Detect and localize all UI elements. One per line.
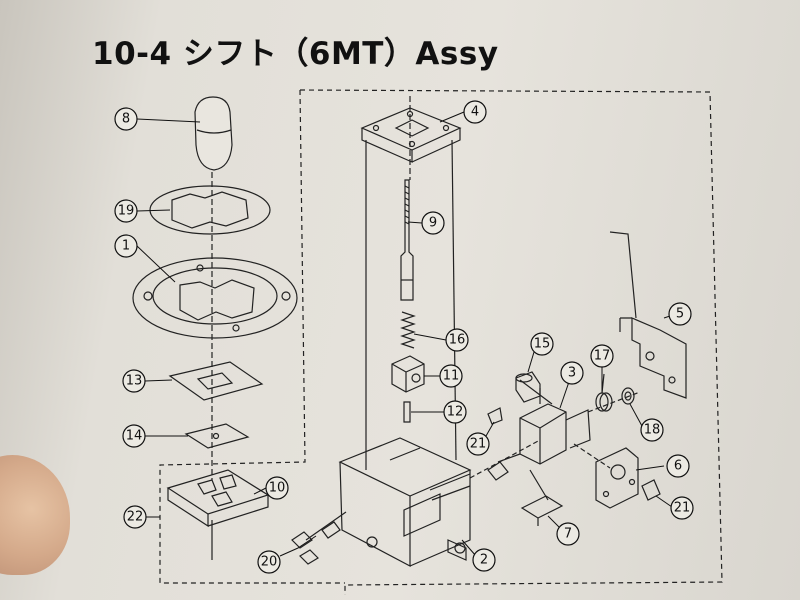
callout-20: 20	[261, 555, 278, 570]
callout-7: 7	[564, 527, 572, 542]
callout-22-circle	[123, 505, 147, 529]
callout-18: 18	[644, 423, 661, 438]
callout-3: 3	[568, 366, 576, 381]
callout-7-circle	[556, 522, 580, 546]
callout-19-circle	[114, 199, 138, 223]
part-collar	[515, 371, 541, 403]
part-spring	[400, 311, 416, 349]
callout-20-circle	[257, 550, 281, 574]
part-small-bracket	[520, 495, 564, 526]
callout-21b: 21	[674, 501, 691, 516]
callout-13: 13	[126, 374, 143, 389]
callout-17: 17	[594, 349, 611, 364]
part-bezel-plate	[132, 257, 298, 339]
callout-15: 15	[534, 337, 551, 352]
callout-19: 19	[118, 204, 135, 219]
callout-11: 11	[443, 369, 460, 384]
callout-12: 12	[447, 405, 464, 420]
assembly-boundary	[299, 89, 723, 595]
part-shift-rod	[400, 179, 414, 301]
callout-1-circle	[114, 234, 138, 258]
part-side-bracket	[609, 231, 687, 399]
callout-2: 2	[480, 553, 488, 568]
callout-11-circle	[439, 364, 463, 388]
callout-1: 1	[122, 239, 130, 254]
callout-6-circle	[666, 454, 690, 478]
part-guide-plate	[168, 361, 264, 401]
part-shift-knob	[194, 96, 233, 171]
callout-14: 14	[126, 429, 143, 444]
part-bolts	[291, 511, 347, 565]
part-top-mount-plate	[360, 107, 462, 163]
callout-16: 16	[449, 333, 466, 348]
callout-4: 4	[471, 105, 479, 120]
callout-2-circle	[472, 548, 496, 572]
part-gate-block	[166, 469, 270, 528]
callout-5: 5	[676, 307, 684, 322]
part-main-bracket	[338, 437, 472, 567]
callout-8-circle	[114, 107, 138, 131]
callout-21a: 21	[470, 437, 487, 452]
callout-22: 22	[127, 510, 144, 525]
part-pivot-block	[391, 355, 425, 393]
part-bolt-right	[641, 479, 661, 501]
callout-15-circle	[530, 332, 554, 356]
callout-13-circle	[122, 369, 146, 393]
callout-3-circle	[560, 361, 584, 385]
page-title: 10-4 シフト（6MT）Assy	[92, 36, 499, 72]
callout-5-circle	[668, 302, 692, 326]
part-boot-gasket	[149, 185, 271, 235]
callout-21b-circle	[670, 496, 694, 520]
callout-9: 9	[429, 216, 437, 231]
part-bolt-left	[487, 407, 503, 425]
part-spacer-plate	[184, 423, 250, 449]
part-pin	[403, 401, 411, 423]
callout-10: 10	[269, 481, 286, 496]
callout-16-circle	[445, 328, 469, 352]
callout-9-circle	[421, 211, 445, 235]
part-cover-plate	[595, 447, 639, 509]
callout-12-circle	[443, 400, 467, 424]
part-selector-assembly	[487, 388, 591, 481]
part-bushing	[621, 387, 635, 405]
callout-10-circle	[265, 476, 289, 500]
callout-18-circle	[640, 418, 664, 442]
callout-17-circle	[590, 344, 614, 368]
callout-8: 8	[122, 112, 130, 127]
callout-21a-circle	[466, 432, 490, 456]
callout-14-circle	[122, 424, 146, 448]
callout-6: 6	[674, 459, 682, 474]
subassembly-boundary	[159, 89, 345, 584]
callout-4-circle	[463, 100, 487, 124]
